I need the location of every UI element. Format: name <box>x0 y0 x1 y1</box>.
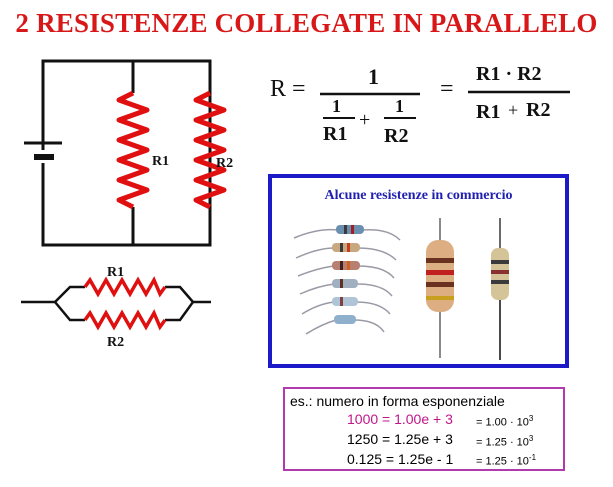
formula-r2: R2 <box>384 125 408 147</box>
parallel-resistance-formula: R = 1 1 R1 + 1 R2 = R1 · R2 R1 + R2 <box>270 63 570 147</box>
symbol-wires <box>21 285 211 322</box>
circuit-r1-label: R1 <box>152 154 169 169</box>
circuit-r2-label: R2 <box>216 156 233 171</box>
battery-symbol <box>24 141 62 160</box>
formula-plus: + <box>359 109 370 131</box>
parallel-circuit-diagram: R1 R2 <box>24 59 233 247</box>
symbol-resistor-r2 <box>83 309 167 331</box>
vertical-resistor <box>491 218 509 360</box>
exp-row-2-right: = 1.25 · 103 <box>476 434 534 449</box>
symbol-r1-label: R1 <box>107 265 124 280</box>
formula-sum-right: R2 <box>526 99 550 121</box>
resistor-photos <box>293 218 509 360</box>
resistor-r1 <box>116 90 150 210</box>
commercial-resistors-panel: Alcune resistenze in commercio <box>268 174 569 368</box>
exponential-heading: es.: numero in forma esponenziale <box>290 393 505 409</box>
formula-product: R1 · R2 <box>476 63 542 85</box>
exp-row-1-right: = 1.00 · 103 <box>476 414 534 429</box>
exp-row-3-right: = 1.25 · 10-1 <box>476 453 537 468</box>
formula-equals: = <box>440 76 454 102</box>
exponential-notation-box: es.: numero in forma esponenziale 1000 =… <box>283 387 565 471</box>
resistor-r2 <box>193 90 227 210</box>
formula-one-a: 1 <box>332 96 341 116</box>
circuit-wires <box>41 59 212 247</box>
formula-sum-left: R1 <box>476 101 500 123</box>
formula-lhs: R = <box>270 76 306 102</box>
symbol-resistor-r1 <box>83 276 167 298</box>
formula-one-b: 1 <box>395 96 404 116</box>
large-resistor <box>426 218 454 358</box>
small-resistors <box>332 225 364 324</box>
exp-row-2-left: 1250 = 1.25e + 3 <box>347 431 453 447</box>
formula-numerator: 1 <box>368 64 379 89</box>
symbol-r2-label: R2 <box>107 335 124 350</box>
formula-sum-plus: + <box>508 100 518 120</box>
exp-row-3-left: 0.125 = 1.25e - 1 <box>347 451 454 467</box>
page-title: 2 RESISTENZE COLLEGATE IN PARALLELO <box>15 8 598 38</box>
parallel-resistor-symbol: R1 R2 <box>21 265 211 350</box>
formula-r1: R1 <box>323 123 347 145</box>
commercial-resistors-heading: Alcune resistenze in commercio <box>324 188 513 203</box>
exp-row-1-left: 1000 = 1.00e + 3 <box>347 411 453 427</box>
